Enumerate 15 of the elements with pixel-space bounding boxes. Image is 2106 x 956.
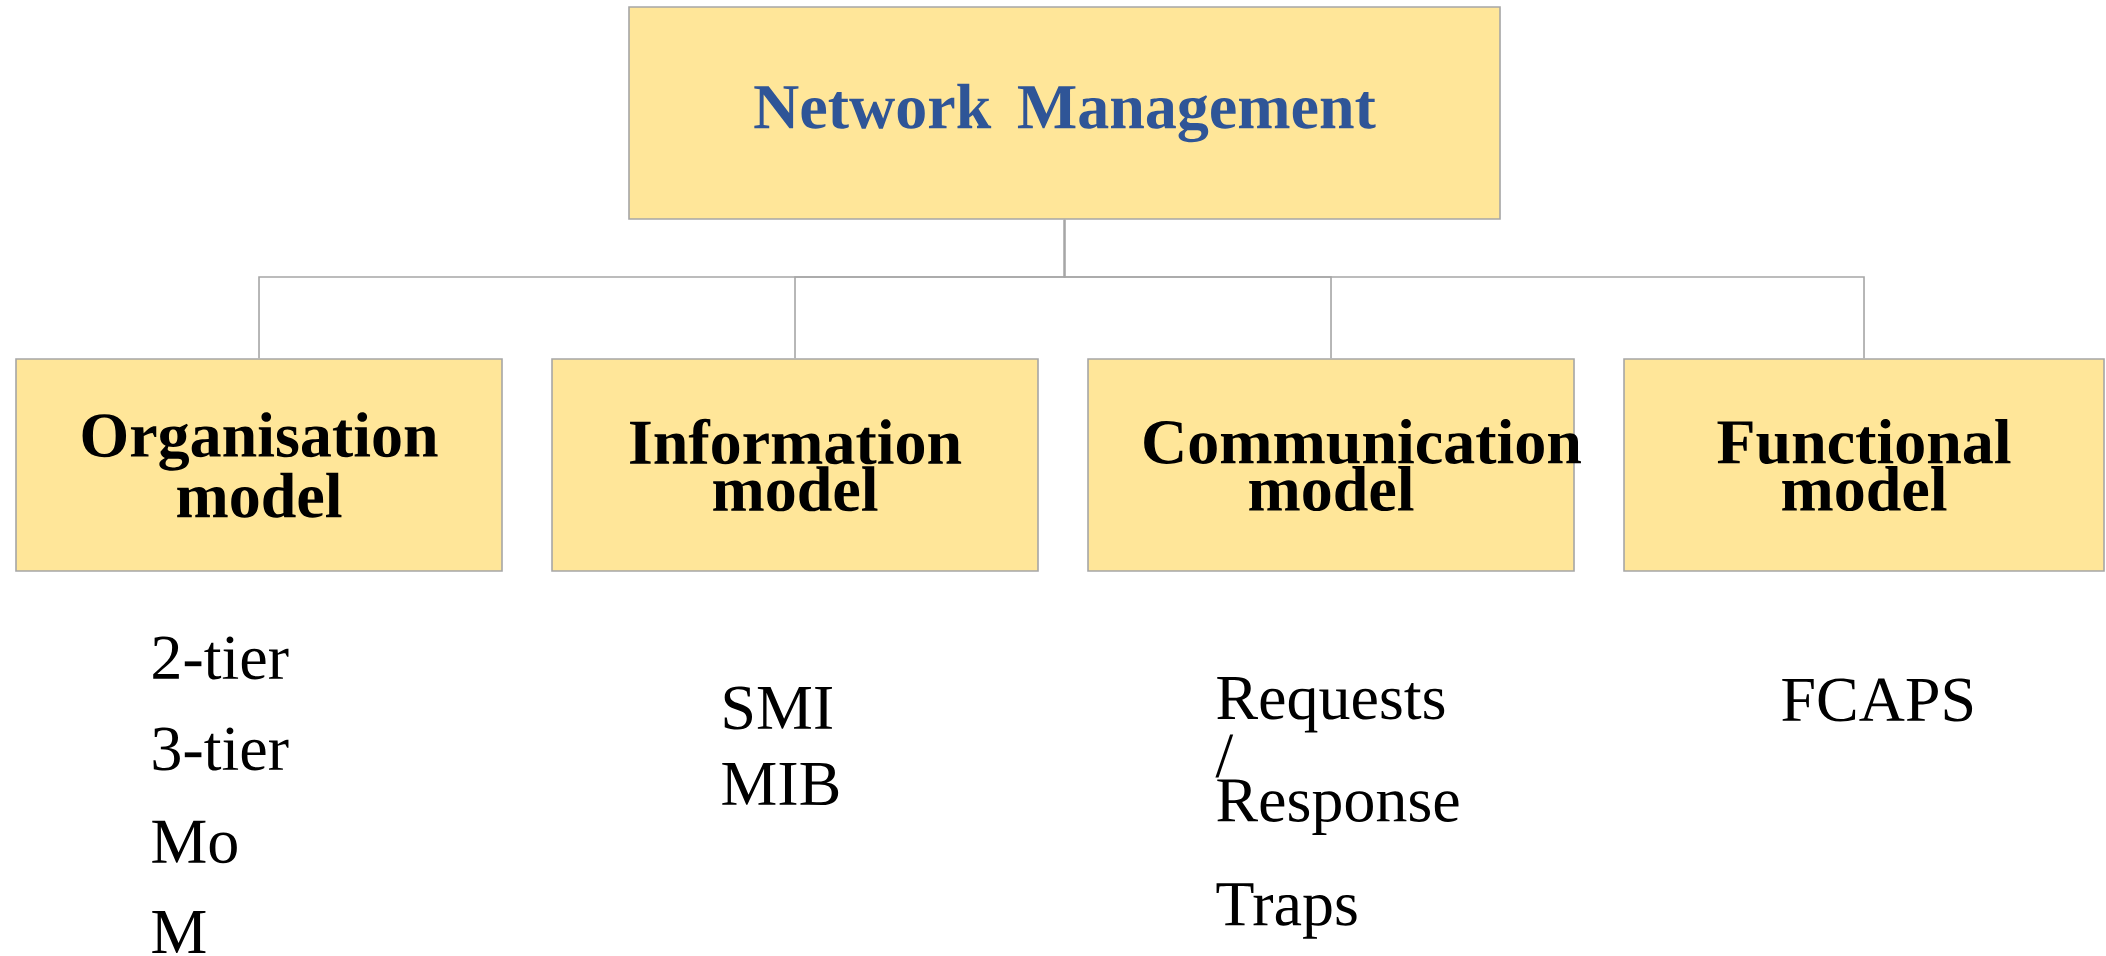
item-label: SMI (724, 686, 832, 730)
category-box: Communication model (1087, 358, 1581, 572)
category-box: Organisation model (15, 358, 503, 572)
category-box: Functional model (1623, 358, 2105, 572)
item-label: FCAPS (1782, 678, 1973, 722)
item-label: MIB (722, 762, 839, 806)
category-box: Information model (551, 358, 1039, 572)
item-label: 2-tier (153, 636, 289, 680)
item-label: M (152, 911, 206, 953)
connector-line (1063, 219, 1865, 359)
item-label: Mo (152, 820, 237, 864)
item-label: 3-tier (153, 727, 289, 771)
item-label: Requests / Response (1215, 677, 1459, 835)
item-label: Traps (1216, 883, 1357, 939)
title-box: Network Management (628, 6, 1501, 220)
